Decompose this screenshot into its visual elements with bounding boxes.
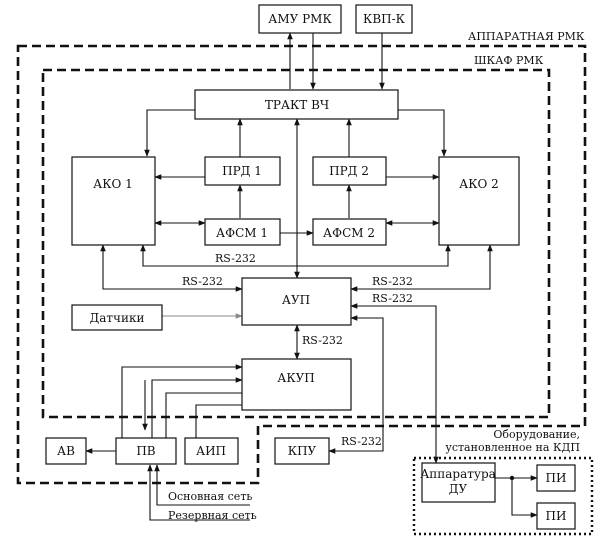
block-aup: АУП xyxy=(241,277,352,326)
block-akup: АКУП xyxy=(241,358,352,411)
block-av-label: АВ xyxy=(57,444,75,458)
block-prd1: ПРД 1 xyxy=(204,156,281,186)
block-aip: АИП xyxy=(184,437,239,465)
block-pv-label: ПВ xyxy=(136,444,155,458)
block-ako2-label: АКО 2 xyxy=(459,177,499,191)
block-afsm1: АФСМ 1 xyxy=(204,218,281,246)
block-apparatura-label-1: Аппаратура xyxy=(420,467,496,481)
block-pv: ПВ xyxy=(115,437,177,465)
block-afsm1-label: АФСМ 1 xyxy=(216,226,268,240)
block-afsm2: АФСМ 2 xyxy=(312,218,387,246)
link-osnovnaya xyxy=(154,464,250,506)
label-rezervnaya: Резервная сеть xyxy=(168,509,257,522)
label-osnovnaya: Основная сеть xyxy=(168,490,252,503)
region-shkaf-border xyxy=(41,68,551,419)
link-ako-bus xyxy=(140,244,451,267)
label-rs-aup-right1: RS-232 xyxy=(372,275,413,288)
block-amu: АМУ РМК xyxy=(258,4,342,34)
block-pi2-label: ПИ xyxy=(546,509,567,523)
label-rs-aup-right2: RS-232 xyxy=(372,292,413,305)
block-pi1-label: ПИ xyxy=(546,471,567,485)
block-kvp: КВП-К xyxy=(355,4,413,34)
label-rs-kpu: RS-232 xyxy=(341,435,382,448)
block-aip-label: АИП xyxy=(196,444,226,458)
region-kdp-border xyxy=(412,456,594,536)
junction-du xyxy=(509,475,515,481)
region-shkaf-label: ШКАФ РМК xyxy=(474,54,544,67)
block-trakt: ТРАКТ ВЧ xyxy=(194,89,399,120)
block-av: АВ xyxy=(45,437,87,465)
link-rezervnaya xyxy=(147,464,250,521)
link-pv-akup-3 xyxy=(165,392,242,438)
link-trakt-ako2 xyxy=(398,109,447,157)
block-ako1-label: АКО 1 xyxy=(93,177,133,191)
block-apparatura-du: Аппаратура ДУ xyxy=(420,462,496,503)
region-kdp-label-1: Оборудование, xyxy=(493,428,580,441)
block-prd2: ПРД 2 xyxy=(312,156,387,186)
block-trakt-label: ТРАКТ ВЧ xyxy=(265,98,329,112)
block-prd2-label: ПРД 2 xyxy=(329,164,369,178)
block-kpu-label: КПУ xyxy=(288,444,317,458)
region-apparatnaya-label: АППАРАТНАЯ РМК xyxy=(468,30,585,43)
label-rs-akup: RS-232 xyxy=(302,334,343,347)
block-prd1-label: ПРД 1 xyxy=(222,164,262,178)
block-ako1: АКО 1 xyxy=(71,156,156,246)
block-afsm2-label: АФСМ 2 xyxy=(323,226,375,240)
block-pi1: ПИ xyxy=(536,464,576,492)
block-apparatura-label-2: ДУ xyxy=(449,482,468,496)
block-kpu: КПУ xyxy=(274,437,330,465)
link-aip-akup xyxy=(195,404,242,438)
block-akup-label: АКУП xyxy=(277,371,315,385)
block-ako2: АКО 2 xyxy=(438,156,520,246)
link-du-pi2 xyxy=(511,478,538,518)
block-pi2: ПИ xyxy=(536,502,576,530)
block-amu-label: АМУ РМК xyxy=(268,12,332,26)
link-pv-akup-2 xyxy=(151,377,243,438)
block-aup-label: АУП xyxy=(282,293,310,307)
block-kvp-label: КВП-К xyxy=(363,12,406,26)
link-ako1-aup xyxy=(100,244,243,292)
link-aup-du xyxy=(350,303,439,464)
region-apparatnaya-border xyxy=(16,44,587,485)
block-datchiki: Датчики xyxy=(71,304,163,331)
label-rs-aup-left: RS-232 xyxy=(182,275,223,288)
link-kpu-aup xyxy=(328,315,384,454)
link-trakt-ako1 xyxy=(144,109,195,157)
label-rs-ako: RS-232 xyxy=(215,252,256,265)
link-ako2-aup xyxy=(350,244,493,292)
region-kdp-label-2: установленное на КДП xyxy=(445,441,580,454)
block-datchiki-label: Датчики xyxy=(90,311,145,325)
link-pv-akup-1 xyxy=(121,364,243,438)
